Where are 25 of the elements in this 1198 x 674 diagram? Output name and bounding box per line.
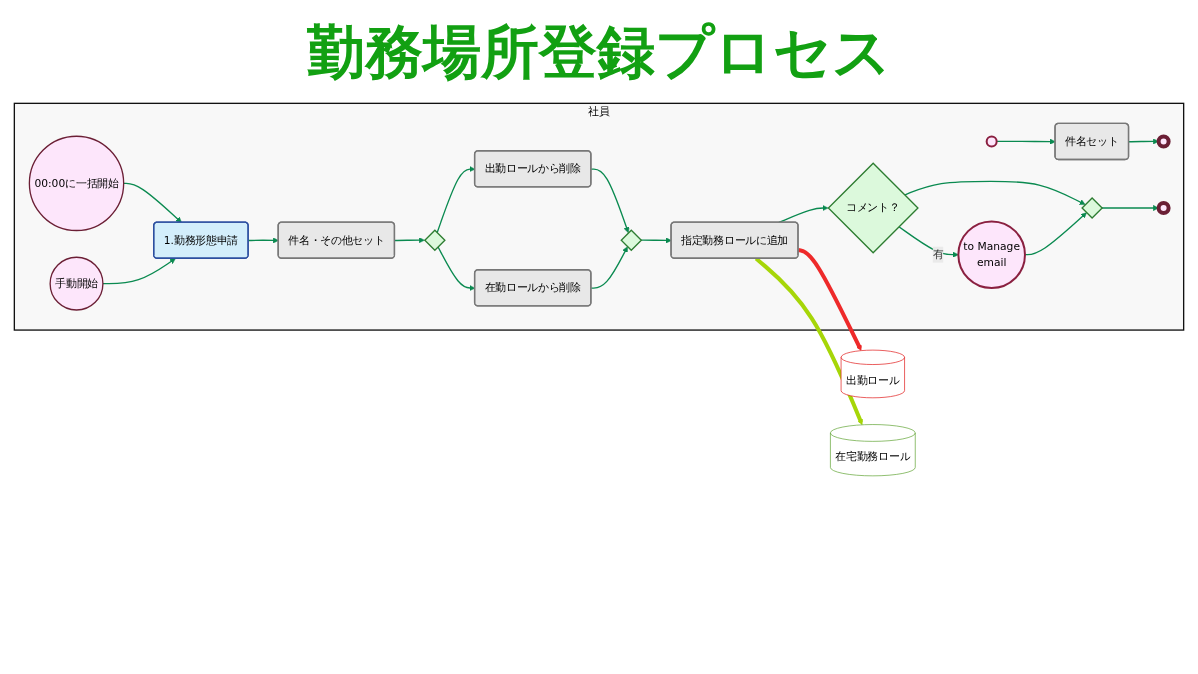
arrow bbox=[1024, 212, 1087, 256]
node-circle: 手動開始 bbox=[49, 256, 104, 311]
node-diamond bbox=[1081, 197, 1104, 219]
arrow bbox=[903, 180, 1086, 205]
arrow bbox=[394, 237, 425, 244]
arrow bbox=[754, 257, 863, 426]
arrow bbox=[996, 138, 1056, 145]
title: 勤務場所登録プロセス bbox=[306, 17, 892, 88]
arrow bbox=[102, 258, 176, 285]
arrow bbox=[1128, 138, 1159, 145]
arrow bbox=[798, 248, 862, 351]
node-circle: to Manage email bbox=[957, 220, 1026, 289]
node-circle: 00:00に一括開始 bbox=[28, 135, 125, 232]
node-circle bbox=[985, 135, 998, 148]
node-circle bbox=[1156, 201, 1171, 216]
arrow bbox=[590, 246, 628, 289]
node-diamond: コメント？ bbox=[827, 162, 919, 254]
arrow bbox=[123, 182, 182, 223]
node-diamond bbox=[620, 229, 643, 252]
edge-label: 有 bbox=[932, 248, 944, 261]
node-diamond bbox=[423, 229, 446, 252]
arrow bbox=[590, 168, 630, 234]
arrow bbox=[1101, 205, 1159, 211]
arrow bbox=[640, 237, 672, 244]
node-circle bbox=[1156, 134, 1171, 149]
